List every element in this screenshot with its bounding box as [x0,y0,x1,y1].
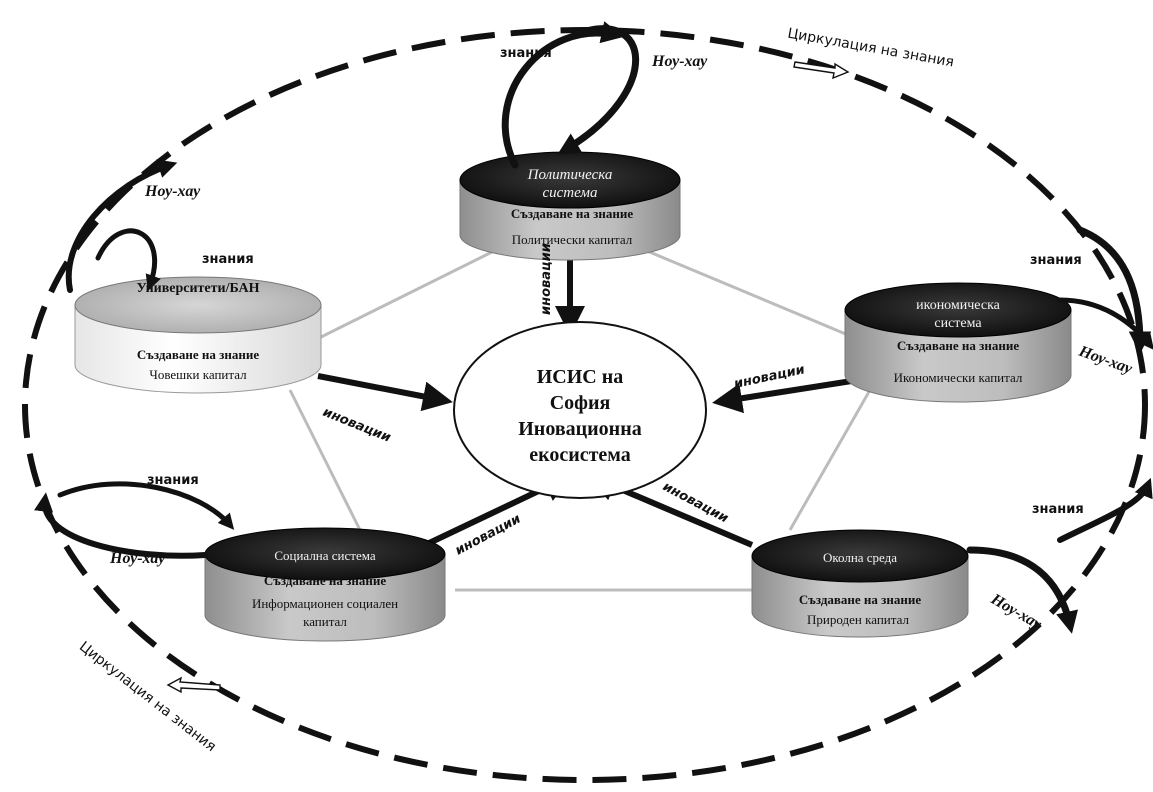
social-top-line-1: Социална система [274,548,376,563]
environment-capital-label: Природен капитал [807,612,909,627]
economic-knowledge-label: знания [1030,253,1082,268]
social-capital-line-1: Информационен социален [252,596,398,611]
node-social: Социална система Създаване на знание Инф… [204,527,446,642]
environment-top-line-1: Околна среда [823,550,897,565]
center-ellipse [453,321,707,499]
circulation-arrows [166,61,850,694]
political-top-line-2: система [542,185,597,201]
social-knowledge-label: знания [147,473,199,488]
universities-innovations-label: иновации [321,405,393,446]
node-economic: икономическа система Създаване на знание… [844,282,1072,403]
circulation-arrow-top [793,61,850,80]
pentagon-lines [288,246,872,592]
social-innovations-label: иновации [453,512,524,559]
universities-knowledge-label: знания [202,252,254,267]
environment-create-label: Създаване на знание [799,592,921,607]
center-line-1: ИСИС на [537,366,624,388]
node-political: Политическа система Създаване на знание … [459,151,681,261]
universities-create-label: Създаване на знание [137,347,259,362]
social-knowhow-label: Ноу-хау [109,550,166,567]
economic-knowhow-label: Ноу-хау [1076,342,1136,378]
political-create-label: Създаване на знание [511,206,633,221]
economic-top-line-1: икономическа [916,298,1001,313]
political-knowhow-label: Ноу-хау [651,53,708,70]
social-capital-line-2: капитал [303,614,347,629]
center-line-4: екосистема [529,444,631,466]
node-environment: Околна среда Създаване на знание Природе… [751,529,969,638]
economic-create-label: Създаване на знание [897,338,1019,353]
economic-top-line-2: система [934,316,982,331]
universities-capital-label: Човешки капитал [149,367,247,382]
circulation-arrow-bottom [166,676,221,694]
universities-top-line-1: Университети/БАН [136,281,259,296]
environment-knowledge-label: знания [1032,502,1084,517]
center-line-3: Иновационна [518,418,641,440]
knowledge-curls [34,21,1153,634]
center-line-2: София [550,392,611,414]
political-top-line-1: Политическа [527,167,613,183]
political-capital-label: Политически капитал [512,232,633,247]
node-universities: Университети/БАН Създаване на знание Чов… [74,276,322,394]
political-knowledge-label: знания [500,46,552,61]
social-create-label: Създаване на знание [264,573,386,588]
circulation-label-bottom: Циркулация на знания [76,639,219,755]
political-innovations-label: иновации [539,243,554,315]
economic-capital-label: Икономически капитал [894,370,1023,385]
environment-knowhow-label: Ноу-хау [987,590,1045,633]
universities-knowhow-label: Ноу-хау [144,183,201,200]
